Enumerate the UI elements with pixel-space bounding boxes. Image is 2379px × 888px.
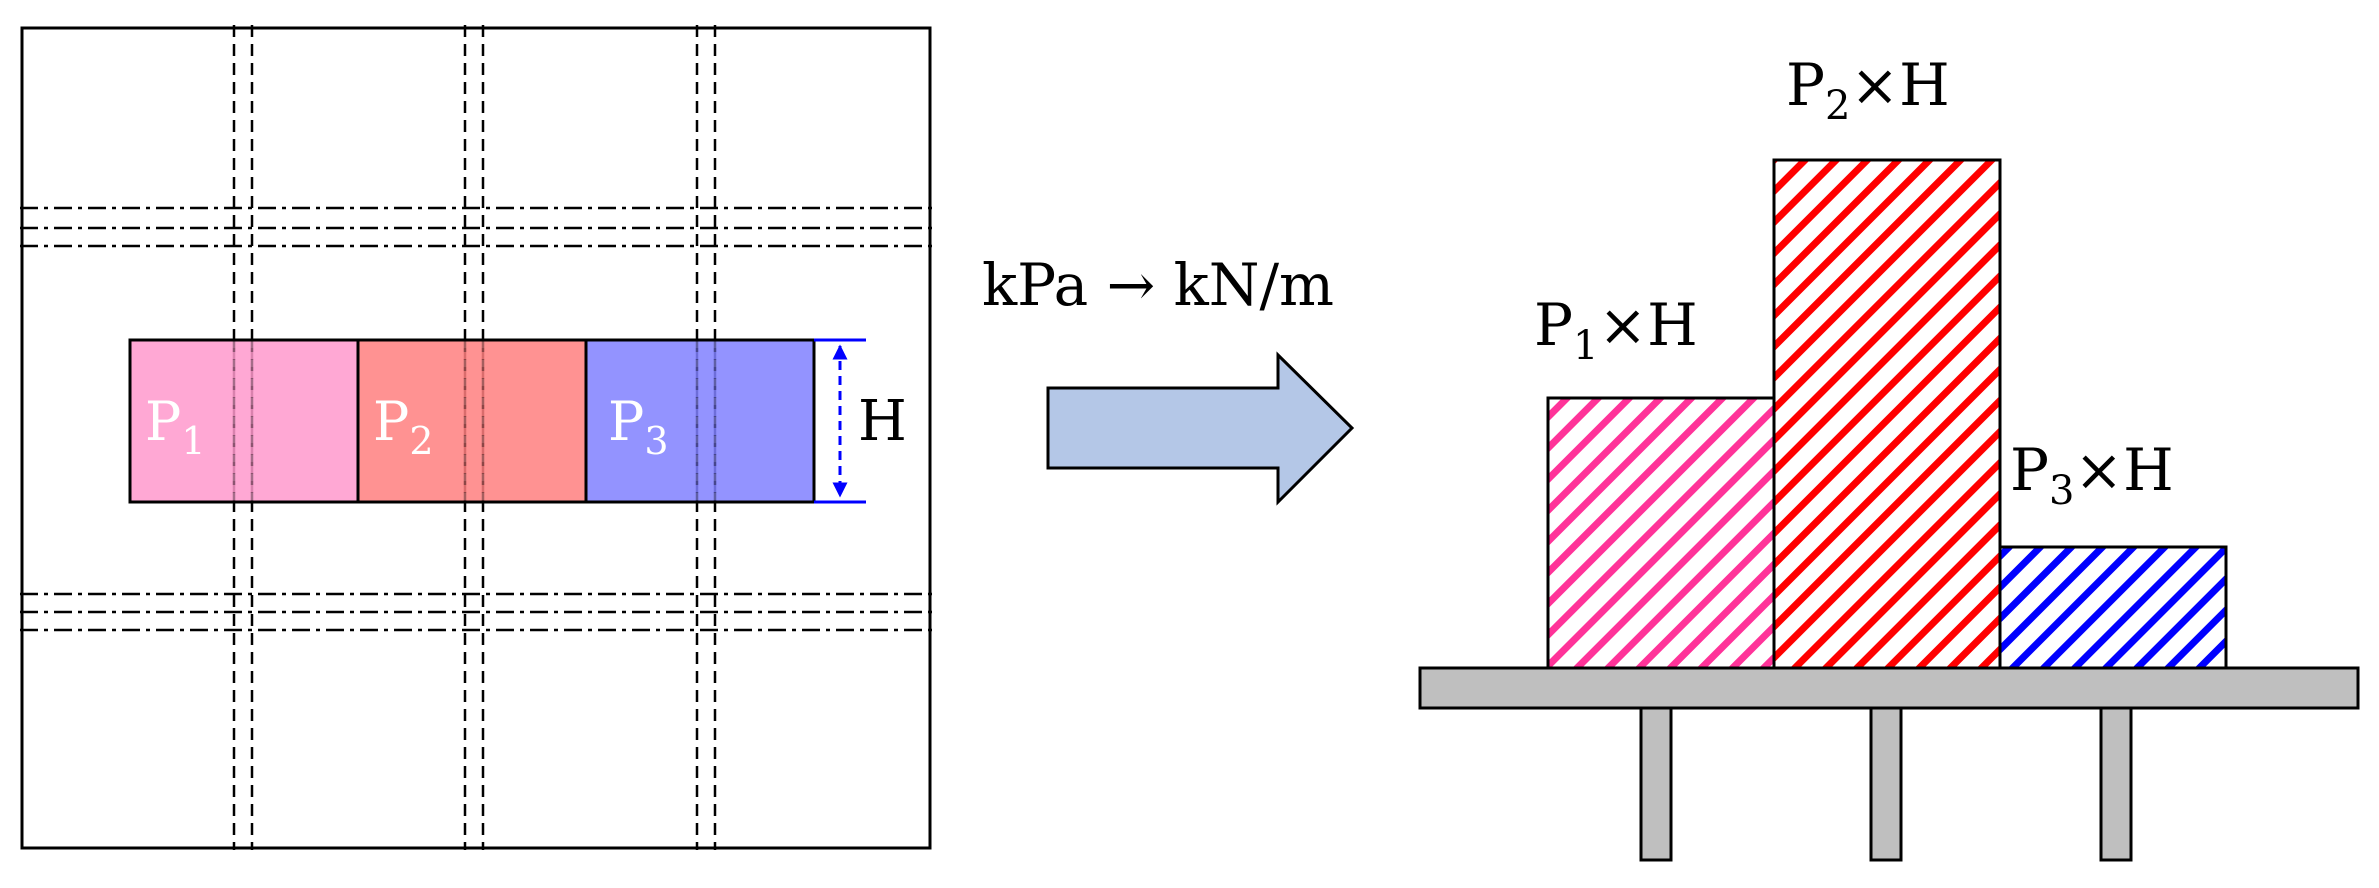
load-label-p2: P2×H (1786, 51, 1950, 129)
beam-lines-through-strips (232, 340, 717, 502)
load-block-p1 (1546, 396, 1776, 670)
horizontal-beam-lines (20, 206, 932, 632)
strip-p2 (356, 338, 588, 504)
strip-label-p1: P1 (145, 390, 206, 463)
support-leg-3 (2099, 706, 2133, 862)
height-label: H (858, 389, 907, 454)
unit-conversion-caption: kPa → kN/m (982, 251, 1334, 319)
conversion-arrow: kPa → kN/m (982, 251, 1355, 506)
strip-p3 (584, 338, 816, 504)
vertical-beam-lines (232, 25, 717, 850)
load-block-p2 (1772, 158, 2002, 670)
strip-label-p2: P2 (373, 390, 434, 463)
load-block-p3 (1998, 545, 2228, 670)
right-arrow-icon (1046, 351, 1355, 506)
plan-strips (128, 338, 816, 504)
plan-border (20, 26, 932, 850)
load-label-p1: P1×H (1534, 291, 1698, 369)
height-dimension (814, 338, 866, 504)
load-label-p3: P3×H (2010, 436, 2174, 514)
plan-view: P1 P2 P3 H (20, 25, 932, 850)
strip-p1 (128, 338, 360, 504)
support-legs (1639, 706, 2133, 862)
support-leg-1 (1639, 706, 1673, 862)
support-leg-2 (1869, 706, 1903, 862)
elevation-view: P1×H P2×H P3×H (1418, 51, 2360, 862)
deck-slab (1418, 666, 2360, 710)
strip-label-p3: P3 (608, 390, 669, 463)
